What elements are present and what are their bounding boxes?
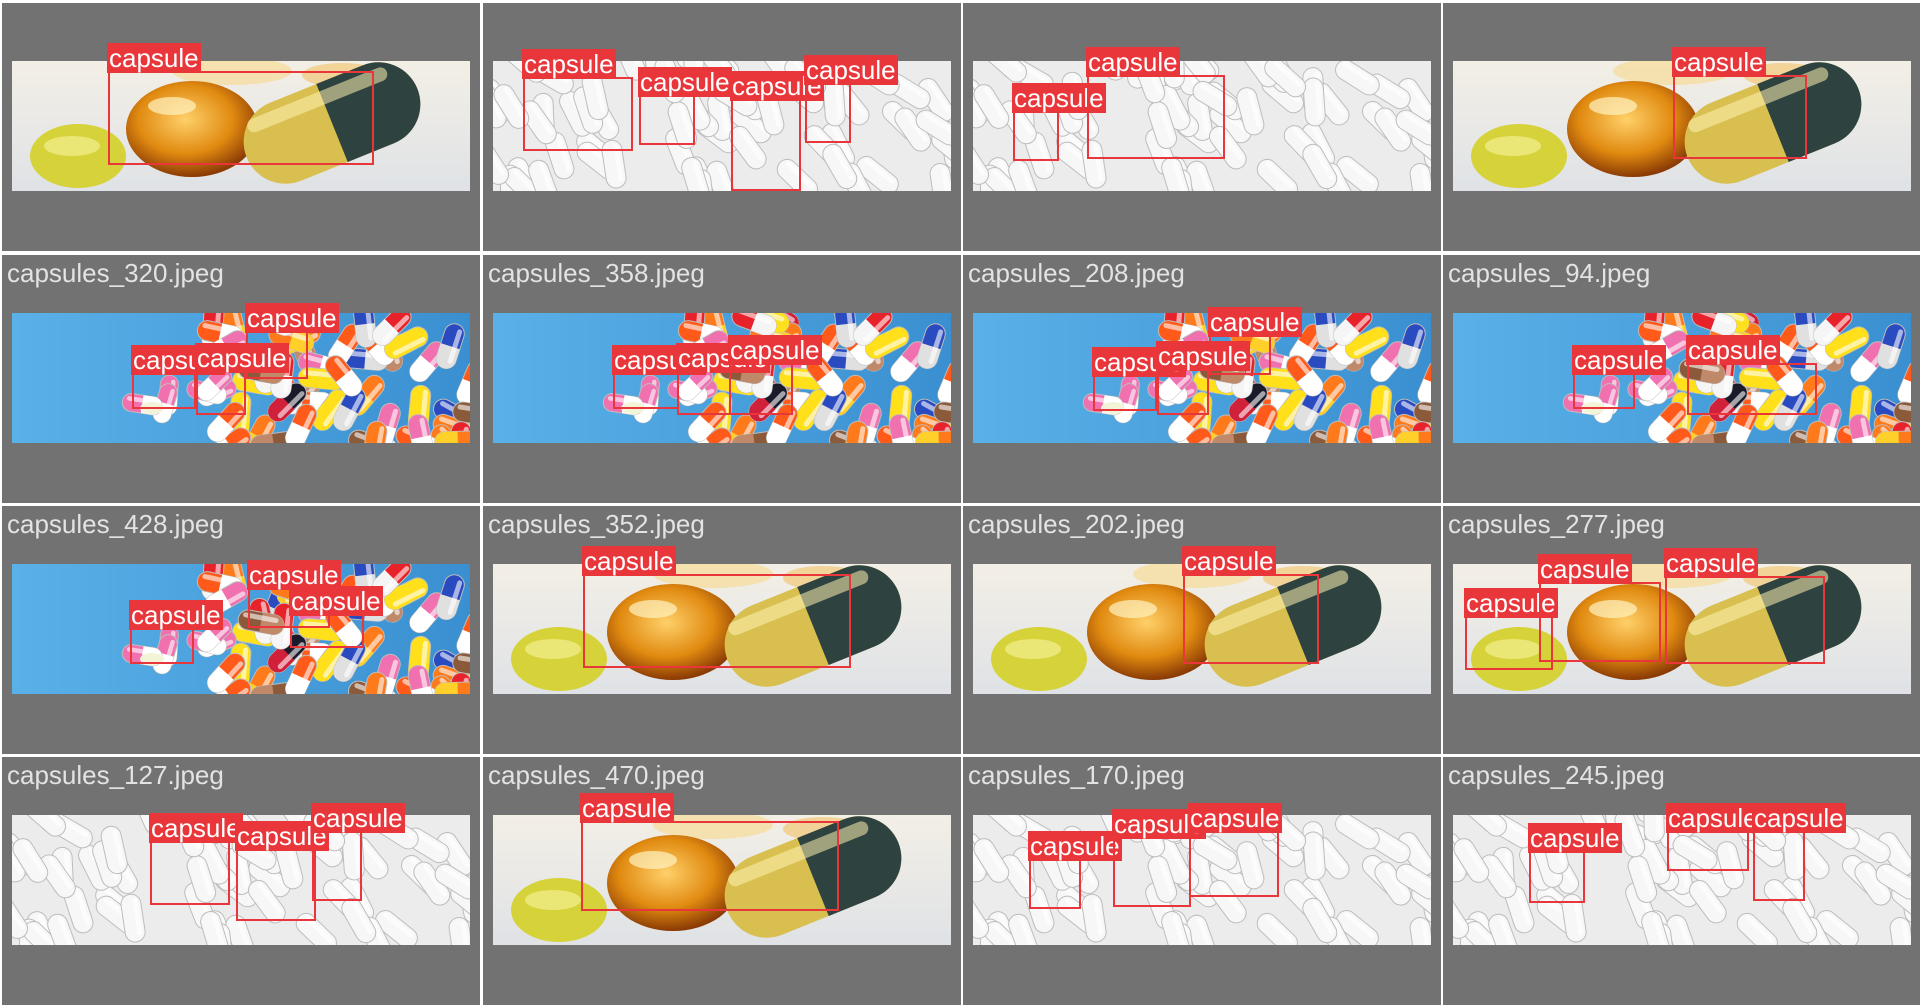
capsules-photo xyxy=(12,313,470,443)
tile-photo xyxy=(973,564,1431,694)
tile-photo xyxy=(973,815,1431,945)
grid-tile-10[interactable]: capsules_352.jpeg capsule xyxy=(483,506,961,754)
tile-photo xyxy=(1453,815,1911,945)
tile-photo xyxy=(12,815,470,945)
capsules-photo xyxy=(493,815,951,945)
grid-tile-9[interactable]: capsules_428.jpeg xyxy=(2,506,480,754)
grid-tile-5[interactable]: capsules_320.jpeg xyxy=(2,255,480,503)
tile-photo xyxy=(1453,61,1911,191)
capsules-photo xyxy=(493,61,951,191)
capsules-photo xyxy=(973,61,1431,191)
grid-tile-16[interactable]: capsules_245.jpeg xyxy=(1443,757,1920,1005)
tile-filename: capsules_245.jpeg xyxy=(1448,760,1665,790)
grid-tile-11[interactable]: capsules_202.jpeg capsule xyxy=(963,506,1441,754)
tile-photo xyxy=(12,564,470,694)
capsules-photo xyxy=(493,564,951,694)
grid-tile-15[interactable]: capsules_170.jpeg xyxy=(963,757,1441,1005)
tile-filename: capsules_127.jpeg xyxy=(7,760,224,790)
capsules-photo xyxy=(1453,313,1911,443)
capsules-photo xyxy=(12,815,470,945)
grid-tile-8[interactable]: capsules_94.jpeg xyxy=(1443,255,1920,503)
tile-photo xyxy=(973,61,1431,191)
grid-tile-1[interactable]: capsule xyxy=(2,3,480,251)
tile-photo xyxy=(493,61,951,191)
capsules-photo xyxy=(973,313,1431,443)
tile-photo xyxy=(12,313,470,443)
tile-photo xyxy=(12,61,470,191)
capsules-photo xyxy=(12,61,470,191)
capsules-photo xyxy=(493,313,951,443)
tile-photo xyxy=(1453,564,1911,694)
grid-tile-4[interactable]: capsule xyxy=(1443,3,1920,251)
tile-photo xyxy=(973,313,1431,443)
capsules-photo xyxy=(1453,61,1911,191)
tile-photo xyxy=(493,815,951,945)
tile-filename: capsules_94.jpeg xyxy=(1448,258,1651,288)
tile-filename: capsules_170.jpeg xyxy=(968,760,1185,790)
tile-filename: capsules_470.jpeg xyxy=(488,760,705,790)
grid-tile-14[interactable]: capsules_470.jpeg capsule xyxy=(483,757,961,1005)
grid-tile-13[interactable]: capsules_127.jpeg xyxy=(2,757,480,1005)
tile-photo xyxy=(493,313,951,443)
capsules-photo xyxy=(12,564,470,694)
tile-filename: capsules_352.jpeg xyxy=(488,509,705,539)
grid-tile-6[interactable]: capsules_358.jpeg xyxy=(483,255,961,503)
capsules-photo xyxy=(1453,564,1911,694)
tile-filename: capsules_428.jpeg xyxy=(7,509,224,539)
tile-photo xyxy=(493,564,951,694)
tile-filename: capsules_320.jpeg xyxy=(7,258,224,288)
capsules-photo xyxy=(973,564,1431,694)
tile-photo xyxy=(1453,313,1911,443)
capsules-photo xyxy=(1453,815,1911,945)
tile-filename: capsules_277.jpeg xyxy=(1448,509,1665,539)
tile-filename: capsules_202.jpeg xyxy=(968,509,1185,539)
grid-tile-7[interactable]: capsules_208.jpeg xyxy=(963,255,1441,503)
capsules-photo xyxy=(973,815,1431,945)
tile-filename: capsules_358.jpeg xyxy=(488,258,705,288)
tile-filename: capsules_208.jpeg xyxy=(968,258,1185,288)
